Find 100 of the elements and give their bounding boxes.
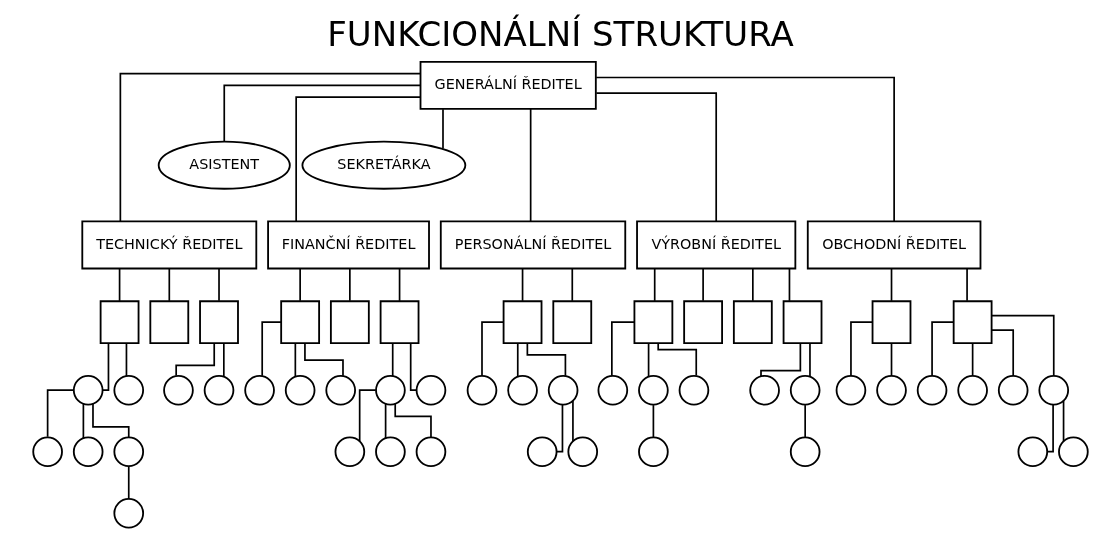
node-circle <box>31 436 63 467</box>
connector <box>610 321 635 377</box>
connector <box>990 329 1014 377</box>
connector <box>384 403 386 439</box>
connector <box>971 342 973 377</box>
connector <box>656 342 697 377</box>
node-circle <box>835 374 866 406</box>
connector <box>1046 404 1054 453</box>
connector <box>393 403 432 438</box>
node-circle <box>637 436 669 467</box>
connector <box>788 267 790 302</box>
node-circle <box>112 436 144 467</box>
node-box <box>633 300 673 345</box>
node-circle <box>415 374 446 406</box>
connector <box>555 404 563 453</box>
node-circle <box>789 374 820 406</box>
connector <box>294 342 296 378</box>
connector <box>82 403 84 439</box>
node-box: FINANČNÍ ŘEDITEL <box>266 220 430 270</box>
connector <box>358 389 377 442</box>
node-circle <box>284 374 315 406</box>
connector <box>174 342 215 377</box>
connector <box>570 267 573 302</box>
node-circle <box>1057 436 1089 467</box>
node-circle <box>243 374 275 406</box>
diagram-title: FUNKCIONÁLNÍ STRUKTURA <box>326 13 794 54</box>
node-ellipse: SEKRETÁRKA <box>301 140 466 190</box>
node-circle <box>374 436 406 467</box>
connector <box>526 342 566 377</box>
node-box <box>502 300 542 345</box>
node-box <box>871 300 911 345</box>
node-circle <box>72 436 103 467</box>
connector <box>529 108 531 223</box>
node-box <box>148 300 189 345</box>
node-circle <box>916 374 947 406</box>
connector <box>652 404 654 438</box>
connector <box>571 400 574 442</box>
node-circle <box>1037 374 1069 406</box>
node-box: GENERÁLNÍ ŘEDITEL <box>419 60 597 110</box>
connector <box>167 267 170 302</box>
connector <box>441 108 444 150</box>
node-circle <box>72 374 103 406</box>
node-circle <box>466 374 497 406</box>
node-box <box>682 300 723 345</box>
node-circle <box>789 436 820 467</box>
connector <box>701 267 704 302</box>
connector <box>348 267 351 302</box>
node-box <box>198 300 239 345</box>
connector <box>751 267 754 302</box>
node-circle <box>203 374 234 406</box>
connector <box>46 389 74 438</box>
connector <box>294 96 421 223</box>
connector <box>298 267 301 302</box>
node-circle <box>875 374 907 406</box>
connector <box>595 92 717 223</box>
connector <box>119 72 421 222</box>
node-circle <box>547 374 578 406</box>
node-box: PERSONÁLNÍ ŘEDITEL <box>439 220 626 270</box>
node-box: VÝROBNÍ ŘEDITEL <box>635 220 796 270</box>
connector <box>594 76 895 223</box>
connector <box>803 404 806 438</box>
connector <box>303 342 344 377</box>
connector <box>409 342 417 392</box>
node-box <box>551 300 592 345</box>
node-box <box>379 300 419 345</box>
node-ellipse: ASISTENT <box>157 140 291 190</box>
connector <box>890 267 892 302</box>
node-circle <box>112 497 144 529</box>
connector <box>965 267 968 302</box>
connector <box>990 314 1055 377</box>
connector <box>217 267 220 302</box>
connector <box>890 342 892 377</box>
node-circle <box>506 374 538 406</box>
node-circle <box>334 436 365 467</box>
node-circle <box>162 374 194 406</box>
node-circle <box>112 374 144 406</box>
connector <box>118 267 120 302</box>
connector <box>516 342 519 378</box>
node-circle <box>566 436 598 467</box>
node-circle <box>324 374 356 406</box>
connector <box>1062 400 1064 442</box>
connector <box>260 321 282 377</box>
node-box <box>732 300 773 345</box>
node-circle <box>526 436 557 467</box>
connector <box>398 267 400 302</box>
node-circle <box>956 374 988 406</box>
node-box <box>782 300 822 345</box>
connector <box>222 84 421 143</box>
connector <box>101 342 109 392</box>
node-box <box>329 300 370 345</box>
node-circle <box>597 374 628 406</box>
node-box <box>279 300 320 345</box>
connector <box>91 403 130 438</box>
node-circle <box>678 374 709 406</box>
connector <box>808 342 811 378</box>
connector <box>849 321 873 377</box>
connector <box>521 267 523 302</box>
node-box <box>99 300 139 345</box>
connector <box>480 321 504 377</box>
node-circle <box>1017 436 1048 467</box>
